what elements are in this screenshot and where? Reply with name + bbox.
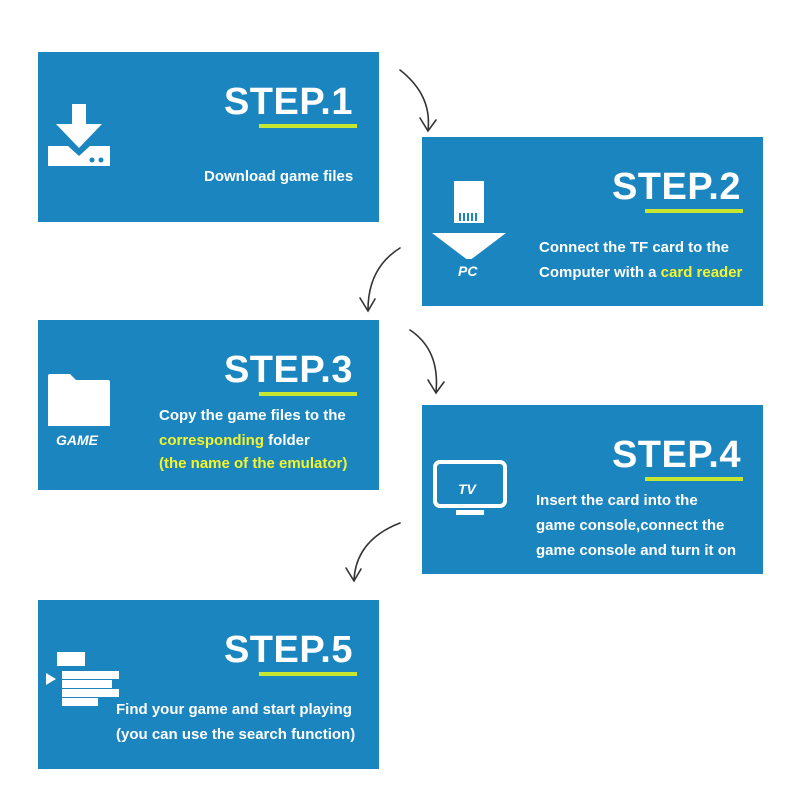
arrow-step4-to-step5 xyxy=(345,522,401,583)
tv-label: TV xyxy=(458,481,476,497)
title-underline xyxy=(259,392,357,396)
title-underline xyxy=(259,124,357,128)
arrow-step1-to-step2 xyxy=(399,69,437,133)
tv-icon xyxy=(433,460,507,515)
step-description: Find your game and start playing (you ca… xyxy=(116,701,356,743)
step-4-panel: TV STEP.4 Insert the card into the game … xyxy=(422,405,763,574)
game-label: GAME xyxy=(56,432,98,448)
download-icon xyxy=(48,104,110,166)
title-underline xyxy=(645,477,743,481)
step-description: Connect the TF card to the Computer with… xyxy=(539,239,743,281)
game-list-icon xyxy=(46,652,119,706)
step-title: STEP.1 xyxy=(223,81,353,123)
step-2-panel: PC STEP.2 Connect the TF card to the Com… xyxy=(422,137,763,306)
pc-label: PC xyxy=(458,263,478,279)
step-1-panel: STEP.1 Download game files xyxy=(38,52,379,222)
title-underline xyxy=(259,672,357,676)
step-5-panel: STEP.5 Find your game and start playing … xyxy=(38,600,379,769)
arrow-step3-to-step4 xyxy=(409,329,445,395)
step-description: Download game files xyxy=(204,168,354,185)
step-3-panel: GAME STEP.3 Copy the game files to the c… xyxy=(38,320,379,490)
step-title: STEP.2 xyxy=(611,166,741,208)
title-underline xyxy=(645,209,743,213)
step-title: STEP.4 xyxy=(611,434,741,476)
sd-card-to-pc-icon xyxy=(432,181,506,259)
step-title: STEP.5 xyxy=(223,629,353,671)
step-description: Insert the card into the game console,co… xyxy=(536,492,737,559)
step-description: Copy the game files to the corresponding… xyxy=(159,407,348,472)
arrow-step2-to-step3 xyxy=(359,247,401,313)
step-title: STEP.3 xyxy=(223,349,353,391)
folder-icon xyxy=(48,374,110,426)
